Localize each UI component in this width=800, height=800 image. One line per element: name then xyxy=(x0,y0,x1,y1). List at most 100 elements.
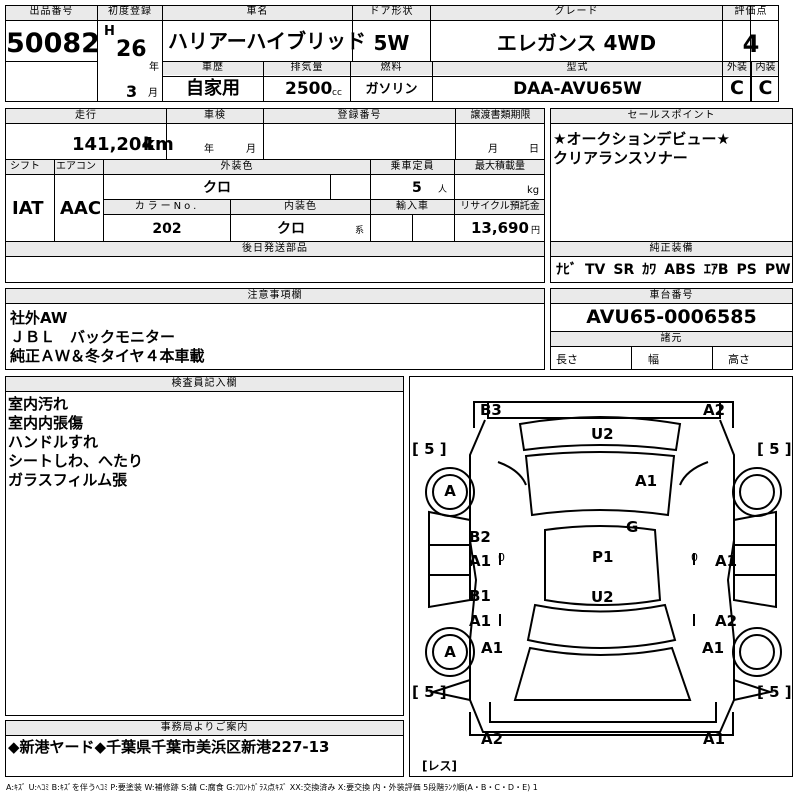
door-type-label: ドア形状 xyxy=(369,6,414,17)
sales-point-frame xyxy=(550,108,793,283)
height-label: 高さ xyxy=(728,353,750,366)
inspector-lines: 室内汚れ室内内張傷ハンドルすれシートしわ、へたりガラスフィルム張 xyxy=(8,395,143,490)
color-number: 202 xyxy=(152,221,182,237)
interior-color-unit: 系 xyxy=(355,226,365,236)
tyre-tread-front-right: [ 5 ] xyxy=(757,683,792,701)
color-number-label: カラーNo. xyxy=(134,201,200,212)
capacity-unit: 人 xyxy=(438,185,448,195)
score-label: 評価点 xyxy=(734,6,768,17)
note-line: 純正ＡＷ＆冬タイヤ４本車載 xyxy=(10,347,205,365)
displacement: 2500 xyxy=(285,79,333,99)
damage-diagram-frame xyxy=(409,376,793,777)
tyre-tread-rear-left: [ 5 ] xyxy=(412,440,447,458)
equipment-item: ｶﾜ xyxy=(642,262,657,278)
mileage-unit: km xyxy=(143,134,174,155)
transfer-deadline-label: 譲渡書類期限 xyxy=(470,110,531,121)
inspector-note-line: シートしわ、へたり xyxy=(8,452,144,470)
aircon: AAC xyxy=(60,198,102,219)
spec-label: 諸元 xyxy=(660,333,683,344)
era-letter: H xyxy=(104,24,115,39)
damage-mark-u2-bonnet: U2 xyxy=(591,588,614,606)
chassis-frame xyxy=(550,288,793,370)
history-label: 車歴 xyxy=(202,62,224,73)
exterior-color-label: 外装色 xyxy=(220,161,254,172)
car-name: ハリアーハイブリッド xyxy=(168,29,366,53)
grade-label: グレード xyxy=(554,6,599,17)
equipment-item: TV xyxy=(585,262,606,278)
model-code-label: 型式 xyxy=(566,62,589,73)
grade: エレガンス 4WD xyxy=(496,31,657,55)
inspection-month-unit: 月 xyxy=(246,144,256,155)
displacement-label: 排気量 xyxy=(290,62,324,73)
damage-mark-b3-rear-left: B3 xyxy=(480,401,502,419)
damage-mark-p1-cabin: P1 xyxy=(592,548,614,566)
damage-mark-b1-left-front-door: B1 xyxy=(469,587,491,605)
first-registration-label: 初度登録 xyxy=(108,6,152,17)
notes-frame xyxy=(5,288,545,370)
fuel-label: 燃料 xyxy=(380,62,403,73)
damage-mark-a2-rear-right: A2 xyxy=(703,401,726,419)
inspection-year-unit: 年 xyxy=(204,144,214,155)
capacity: 5 xyxy=(412,180,422,196)
damage-mark-a-front-left-wheel: A xyxy=(444,643,456,661)
shift-label: シフト xyxy=(10,161,40,172)
exterior-grade-label: 外装 xyxy=(727,62,747,73)
damage-mark-a1-left-front-door: A1 xyxy=(469,612,492,630)
equipment-item: ABS xyxy=(664,262,696,278)
model-code: DAA-AVU65W xyxy=(513,79,642,99)
inspection-label: 車検 xyxy=(204,110,226,121)
mileage: 141,204 xyxy=(72,134,154,155)
spare-tyre: [レス] xyxy=(422,759,457,773)
equipment-item: ﾅﾋﾞ xyxy=(556,262,577,278)
door-type: 5W xyxy=(373,31,410,55)
damage-mark-a1-front-right: A1 xyxy=(703,730,726,748)
inspector-label: 検査員記入欄 xyxy=(171,378,238,389)
office-frame xyxy=(5,720,404,777)
damage-mark-a-rear-left-wheel: A xyxy=(444,482,456,500)
exterior-grade: C xyxy=(730,77,744,99)
sales-point-label: セールスポイント xyxy=(627,110,716,121)
damage-mark-u2-rear-hatch: U2 xyxy=(591,425,614,443)
max-load-unit: kg xyxy=(527,185,540,196)
equipment-item: SR xyxy=(613,262,635,278)
score: 4 xyxy=(742,30,760,58)
width-label: 幅 xyxy=(648,353,659,366)
recycle-deposit-unit: 円 xyxy=(531,226,541,236)
interior-color: クロ xyxy=(277,221,305,237)
recycle-deposit-label: リサイクル預託金 xyxy=(460,201,540,212)
import-label: 輸入車 xyxy=(396,201,429,212)
max-load-label: 最大積載量 xyxy=(475,161,525,172)
year-value: 26 xyxy=(116,37,147,62)
interior-grade-label: 内装 xyxy=(755,62,776,73)
plate-label: 登録番号 xyxy=(337,110,382,121)
month-unit: 月 xyxy=(148,88,158,99)
damage-mark-b2-left-rear-door: B2 xyxy=(469,528,491,546)
tyre-tread-rear-right: [ 5 ] xyxy=(757,440,792,458)
sales-point-line: クリアランスソナー xyxy=(553,149,688,167)
interior-color-label: 内装色 xyxy=(284,201,317,212)
top-info-frame xyxy=(5,5,751,102)
sales-point-lines: ★オークションデビュー★クリアランスソナー xyxy=(553,130,730,168)
score-frame xyxy=(722,5,779,102)
vehicle-details-frame xyxy=(5,108,545,283)
interior-grade: C xyxy=(758,77,773,99)
inspector-note-line: ガラスフィルム張 xyxy=(8,471,128,489)
inspector-note-line: ハンドルすれ xyxy=(8,433,99,451)
fuel: ガソリン xyxy=(365,82,418,97)
year-unit: 年 xyxy=(149,62,159,73)
lot-number: 50082 xyxy=(6,28,100,59)
damage-mark-a1-right-rear-door: A1 xyxy=(715,552,738,570)
transfer-day-unit: 日 xyxy=(529,144,539,155)
chassis-number: AVU65-0006585 xyxy=(586,306,757,328)
damage-mark-g-windshield: G xyxy=(626,518,639,536)
office-text: ◆新港ヤード◆千葉県千葉市美浜区新港227-13 xyxy=(8,738,330,756)
sales-point-line: ★オークションデビュー★ xyxy=(553,130,730,148)
equipment-item: ｴｱB xyxy=(703,262,729,278)
inspector-note-line: 室内内張傷 xyxy=(8,414,84,432)
damage-mark-a2-right-front-door: A2 xyxy=(715,612,738,630)
recycle-deposit: 13,690 xyxy=(471,219,529,237)
displacement-unit: cc xyxy=(332,88,342,98)
